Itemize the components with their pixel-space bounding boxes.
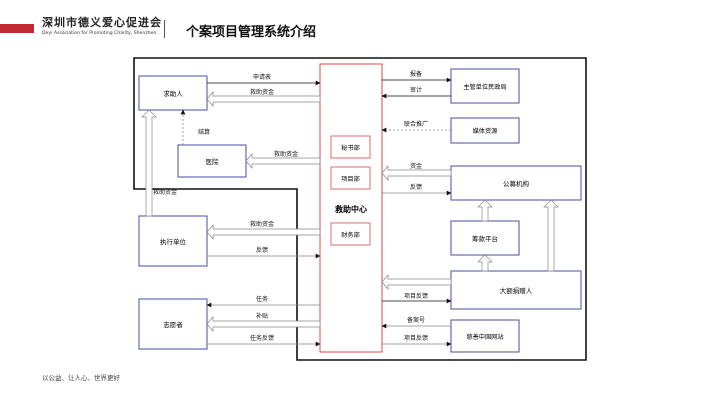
edge-record-no-label: 备案号 xyxy=(407,316,425,324)
edge-task-label: 任务 xyxy=(256,295,268,303)
edge-joint-promo-label: 联合推广 xyxy=(404,120,428,128)
edge-subsidy-label: 补贴 xyxy=(256,312,268,320)
page-title: 个案项目管理系统介绍 xyxy=(186,25,317,40)
edge-aid-fund-to-seeker xyxy=(206,91,321,107)
node-executor xyxy=(138,215,208,267)
edge-donor-to-public xyxy=(543,199,559,272)
node-civil-affairs-label: 主管单位民政局 xyxy=(463,83,506,91)
edge-aid-fund-exec-up-label: 救助资金 xyxy=(153,188,177,196)
edge-aid-fund-to-seeker-label: 救助资金 xyxy=(250,88,274,96)
node-fundraise-platform xyxy=(450,220,520,256)
node-media xyxy=(450,117,520,144)
node-hospital xyxy=(177,144,247,178)
edge-platform-to-public xyxy=(477,199,493,222)
outer-frame xyxy=(133,57,587,361)
edge-aid-fund-to-hospital xyxy=(245,153,321,169)
edge-apply-form-label: 申请表 xyxy=(253,73,271,81)
node-charity-site-label: 慈善中国网站 xyxy=(466,333,503,341)
org-name-en: Deyi Association for Promoting Charity, … xyxy=(42,31,158,36)
edge-report-label: 报备 xyxy=(410,70,422,78)
node-volunteer xyxy=(138,298,208,350)
header-separator xyxy=(164,20,165,38)
edge-feedback-exec-label: 反馈 xyxy=(256,246,268,254)
dept-secretariat xyxy=(330,135,371,159)
edge-aid-fund-exec-up xyxy=(141,109,157,217)
node-civil-affairs xyxy=(450,68,520,104)
node-seeker xyxy=(138,75,208,111)
edge-subsidy xyxy=(206,316,321,332)
brand-accent-bar xyxy=(0,24,34,33)
edge-funds-in xyxy=(381,165,452,181)
edge-task-feedback-label: 任务反馈 xyxy=(250,334,274,342)
edge-donor-to-center xyxy=(381,274,452,290)
node-fundraise-platform-label: 筹款平台 xyxy=(472,234,498,243)
node-public-org-label: 公募机构 xyxy=(503,179,530,188)
edge-project-feedback-site-label: 项目反馈 xyxy=(404,334,428,342)
edge-audit-label: 审计 xyxy=(410,86,422,94)
edge-aid-fund-to-hospital-label: 救助资金 xyxy=(274,150,298,158)
edge-feedback-public-label: 反馈 xyxy=(410,183,422,191)
node-executor-label: 执行单位 xyxy=(160,237,187,246)
node-volunteer-label: 志愿者 xyxy=(163,320,183,329)
edge-funds-in-label: 资金 xyxy=(410,162,422,170)
center-title: 救助中心 xyxy=(335,204,367,214)
dept-finance xyxy=(330,222,371,246)
edge-project-feedback-donor-label: 项目反馈 xyxy=(404,292,428,300)
node-big-donor xyxy=(450,270,582,310)
node-public-org xyxy=(450,165,582,201)
dept-finance-label: 财务部 xyxy=(341,231,360,239)
center-node xyxy=(319,63,383,353)
edge-donor-to-platform xyxy=(477,254,493,272)
edge-aid-fund-to-exec xyxy=(206,224,321,240)
footer-slogan: 以公益、让人心、世界更好 xyxy=(42,374,120,382)
dept-secretariat-label: 秘书部 xyxy=(341,144,360,152)
dept-project xyxy=(330,166,371,190)
node-big-donor-label: 大额捐赠人 xyxy=(500,286,533,295)
node-seeker-label: 求助人 xyxy=(163,89,183,98)
edge-aid-fund-to-exec-label: 救助资金 xyxy=(250,220,274,228)
org-name-cn: 深圳市德义爱心促进会 xyxy=(42,16,162,29)
node-charity-site xyxy=(450,319,520,353)
node-hospital-label: 医院 xyxy=(206,157,220,166)
edge-settle-label: 结算 xyxy=(198,128,210,136)
dept-project-label: 项目部 xyxy=(341,175,360,183)
node-media-label: 媒体资源 xyxy=(473,127,498,135)
